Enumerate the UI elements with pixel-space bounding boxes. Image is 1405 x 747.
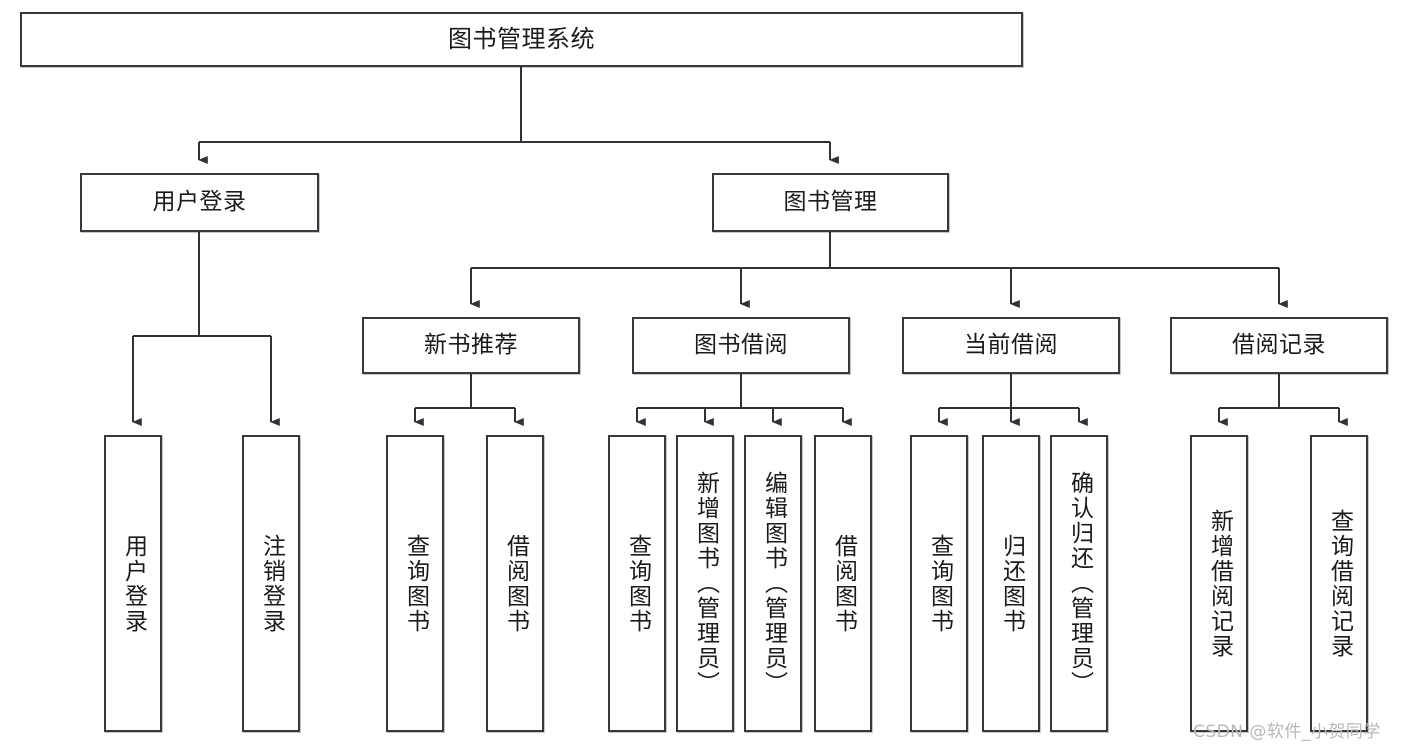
node-label: 新书推荐 <box>424 331 518 358</box>
node-label: 图书借阅 <box>694 331 788 358</box>
leaf-node-label: 查询图书 <box>624 533 651 634</box>
node-label: 当前借阅 <box>964 331 1058 358</box>
leaf-node[interactable]: 注销登录 <box>242 435 300 732</box>
node-label: 借阅记录 <box>1232 331 1326 358</box>
leaf-node-label: 借阅图书 <box>502 533 529 634</box>
leaf-node-label: 查询图书 <box>402 533 429 634</box>
leaf-node-label: 用户登录 <box>120 533 147 634</box>
node-root-book-management-system[interactable]: 图书管理系统 <box>20 12 1023 67</box>
leaf-node-label: 归还图书 <box>998 533 1025 634</box>
node-label: 用户登录 <box>152 188 247 215</box>
leaf-node[interactable]: 查询借阅记录 <box>1310 435 1368 732</box>
leaf-node[interactable]: 查询图书 <box>910 435 968 732</box>
leaf-node[interactable]: 新增借阅记录 <box>1190 435 1248 732</box>
leaf-node-label: 编辑图书（管理员） <box>760 471 787 696</box>
leaf-node-label: 查询借阅记录 <box>1326 508 1353 659</box>
node-user-login[interactable]: 用户登录 <box>80 173 319 232</box>
leaf-node-label: 新增图书（管理员） <box>692 471 719 696</box>
leaf-node[interactable]: 借阅图书 <box>486 435 544 732</box>
node-new-book-recommendation[interactable]: 新书推荐 <box>362 317 580 374</box>
node-label: 图书管理系统 <box>448 25 595 54</box>
leaf-node[interactable]: 编辑图书（管理员） <box>744 435 802 732</box>
leaf-node[interactable]: 确认归还（管理员） <box>1050 435 1108 732</box>
leaf-node[interactable]: 新增图书（管理员） <box>676 435 734 732</box>
leaf-node-label: 借阅图书 <box>830 533 857 634</box>
leaf-node-label: 注销登录 <box>258 533 285 634</box>
leaf-node-label: 确认归还（管理员） <box>1066 471 1093 696</box>
node-book-management[interactable]: 图书管理 <box>712 173 949 232</box>
leaf-node[interactable]: 查询图书 <box>608 435 666 732</box>
leaf-node[interactable]: 查询图书 <box>386 435 444 732</box>
leaf-node[interactable]: 用户登录 <box>104 435 162 732</box>
leaf-node-label: 新增借阅记录 <box>1206 508 1233 659</box>
node-label: 图书管理 <box>783 188 878 215</box>
leaf-node-label: 查询图书 <box>926 533 953 634</box>
leaf-node[interactable]: 借阅图书 <box>814 435 872 732</box>
node-current-borrow[interactable]: 当前借阅 <box>902 317 1120 374</box>
node-borrow-record[interactable]: 借阅记录 <box>1170 317 1388 374</box>
watermark: CSDN @软件_小贺同学 <box>1193 722 1381 742</box>
node-book-borrow[interactable]: 图书借阅 <box>632 317 850 374</box>
leaf-node[interactable]: 归还图书 <box>982 435 1040 732</box>
